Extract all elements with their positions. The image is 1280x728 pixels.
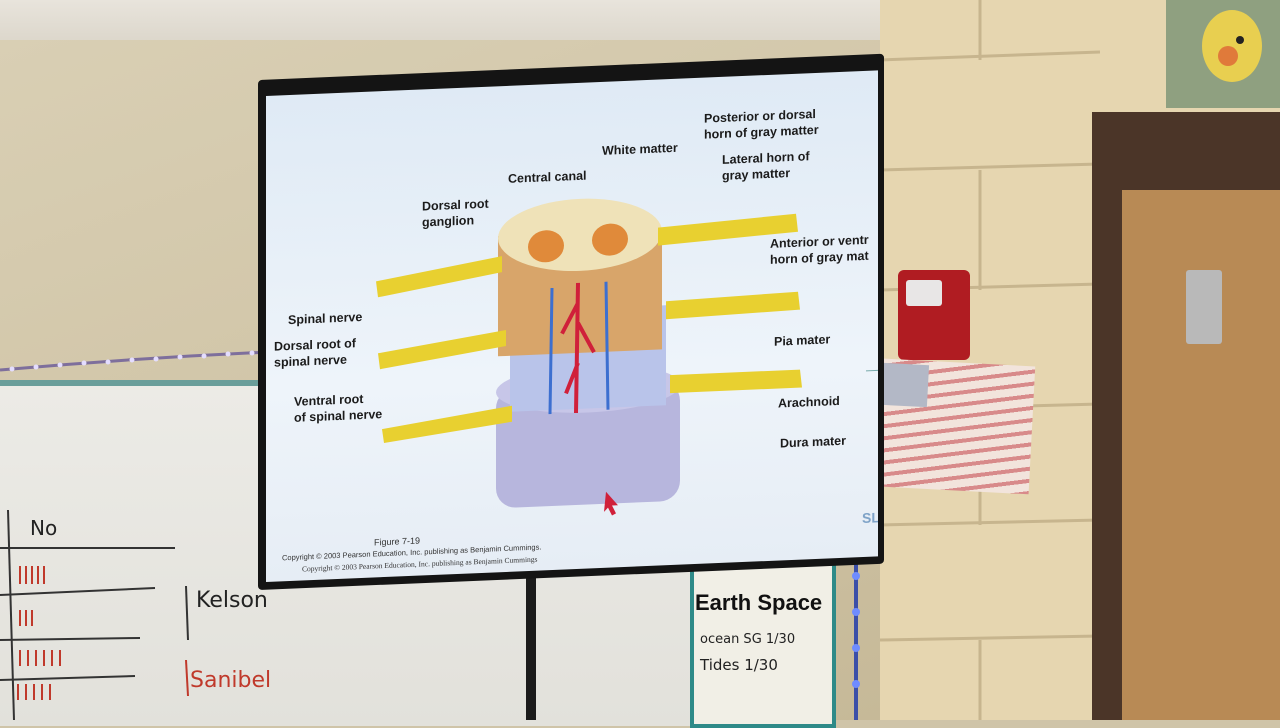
parrot-image	[1202, 10, 1262, 82]
label-dorsal-root-2: spinal nerve	[274, 352, 347, 370]
label-lateral-horn-2: gray matter	[722, 166, 791, 183]
spinal-nerves	[376, 213, 802, 444]
label-white-matter: White matter	[602, 140, 678, 158]
dura-mater-shape	[496, 381, 680, 508]
label-arachnoid: Arachnoid	[778, 393, 840, 411]
tv-screen: Central canal White matter Posterior or …	[266, 70, 878, 582]
corner-mark: SL	[862, 509, 878, 527]
label-pia-mater: Pia mater	[774, 332, 831, 349]
board-divider	[526, 574, 536, 720]
blue-lights	[852, 556, 860, 720]
gray-matter-right	[592, 223, 628, 256]
whiteboard-name-kelson: Kelson	[196, 588, 268, 613]
spinal-artery	[560, 282, 596, 414]
earth-space-line-1: ocean SG 1/30	[700, 632, 796, 647]
mouse-cursor	[604, 491, 618, 516]
spinal-cord-diagram	[376, 198, 878, 516]
label-dorsal-root-ganglion-2: ganglion	[422, 213, 475, 230]
paper-flag-canton	[880, 362, 930, 408]
whiteboard-name-sanibel: Sanibel	[190, 668, 272, 693]
label-dura-mater: Dura mater	[780, 433, 846, 451]
door-hinge	[1186, 270, 1222, 344]
earth-space-line-2: Tides 1/30	[700, 656, 778, 674]
figure-caption: Figure 7-19	[374, 535, 421, 548]
string-lights	[0, 350, 270, 372]
label-ventral-root-1: Ventral root	[294, 391, 364, 409]
earth-space-card	[690, 562, 836, 728]
whiteboard-header-no: No	[30, 516, 58, 540]
fire-alarm-strobe	[906, 280, 942, 306]
label-dorsal-root-ganglion-1: Dorsal root	[422, 196, 489, 214]
gray-matter-left	[528, 230, 564, 263]
label-spinal-nerve: Spinal nerve	[288, 309, 363, 328]
spinal-veins	[548, 281, 610, 415]
whiteboard-table-lines	[0, 509, 189, 720]
earth-space-title: Earth Space	[695, 590, 823, 615]
